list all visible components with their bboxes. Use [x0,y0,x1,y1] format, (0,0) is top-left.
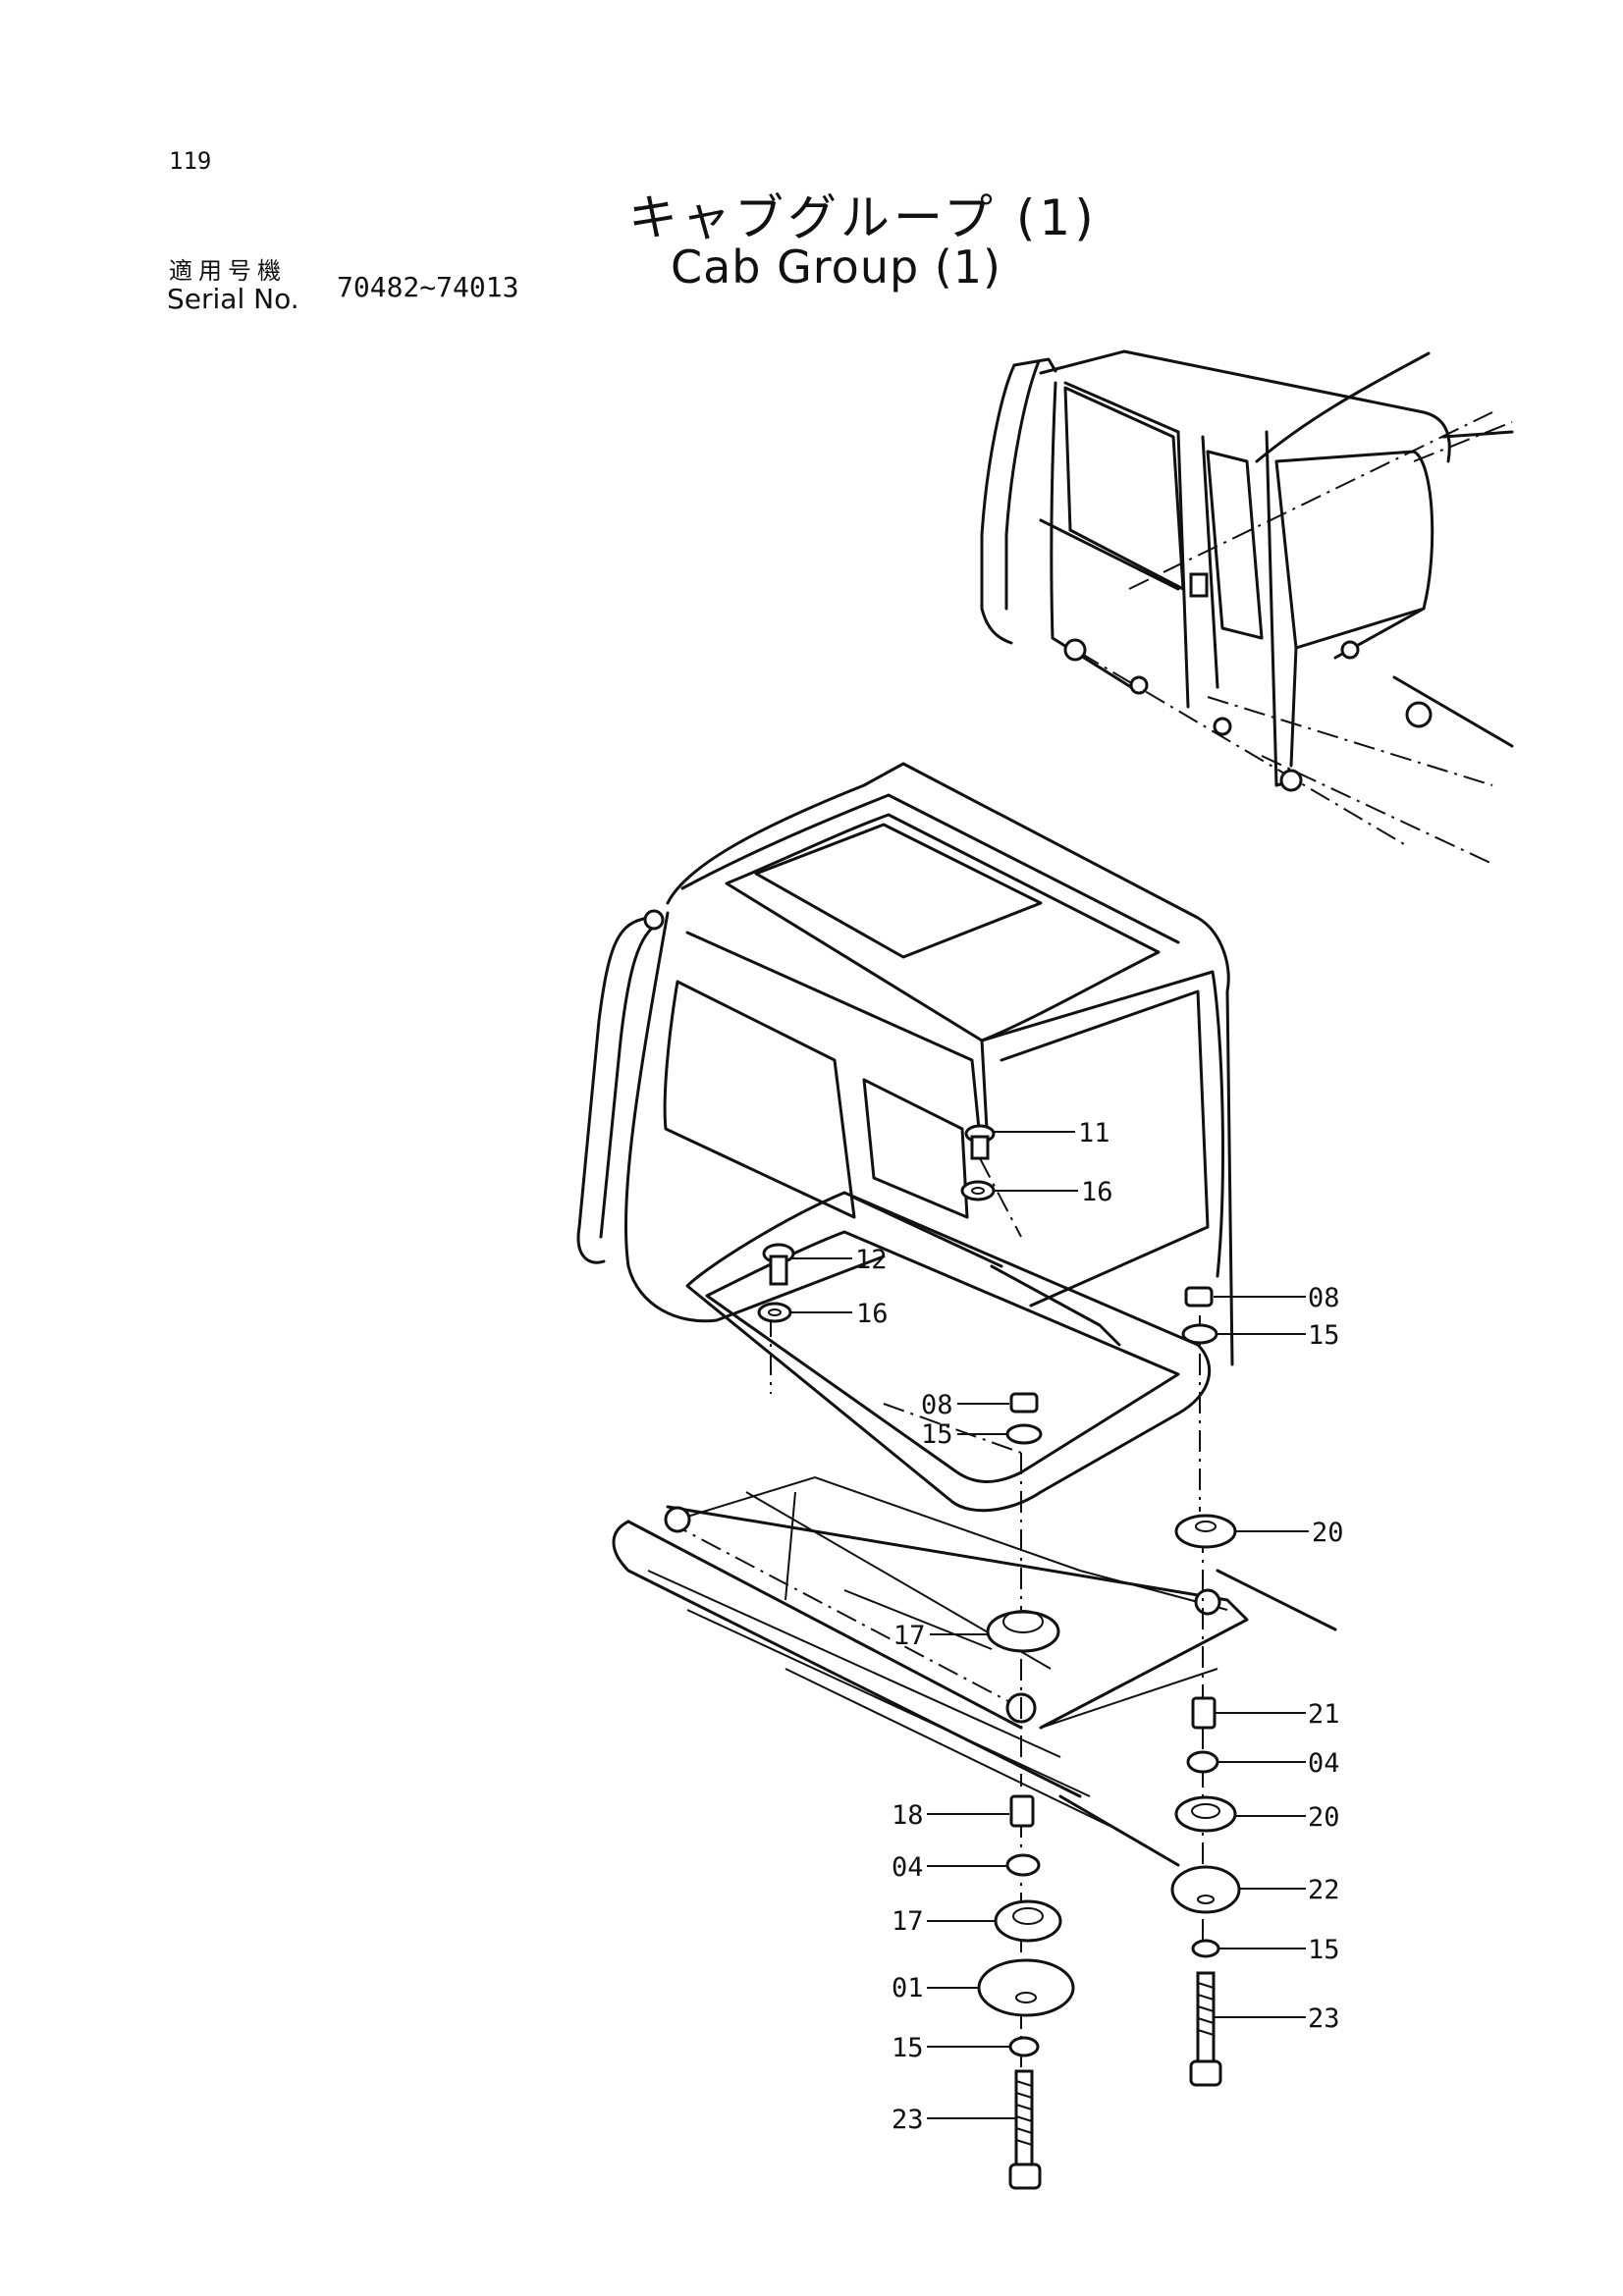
page-title-japanese: キャブグループ (1) [628,189,1098,246]
callout-21: 21 [1308,1699,1340,1730]
callout-04: 04 [1308,1748,1340,1779]
hardware-parts [757,1124,1241,2190]
callout-15: 15 [892,2033,924,2063]
callout-15: 15 [921,1419,953,1450]
callout-16: 16 [1081,1177,1113,1207]
callout-01: 01 [892,1973,924,2003]
cab-body [576,762,1234,1513]
callout-04: 04 [892,1852,924,1883]
serial-label-english: Serial No. [167,283,299,315]
callout-23: 23 [1308,2003,1340,2034]
page-number: 119 [169,147,212,175]
callout-20: 20 [1308,1802,1340,1833]
callout-15: 15 [1308,1320,1340,1351]
callout-15: 15 [1308,1935,1340,1965]
cab-mounted-inset [980,349,1514,865]
callout-16: 16 [856,1299,889,1329]
callout-08: 08 [1308,1283,1340,1313]
callout-18: 18 [892,1800,924,1831]
page-title-english: Cab Group (1) [671,240,1001,294]
callout-12: 12 [855,1245,888,1275]
serial-label-japanese: 適用号機 [169,257,287,285]
center-lines [770,1157,1204,2081]
callout-labels: 11 16 12 16 08 15 08 15 20 17 21 04 18 2… [791,1118,1344,2135]
callout-20: 20 [1312,1518,1344,1548]
serial-range: 70482~74013 [337,271,519,303]
callout-22: 22 [1308,1875,1340,1905]
callout-17: 17 [893,1621,926,1651]
callout-08: 08 [921,1390,953,1420]
callout-23: 23 [892,2105,924,2135]
callout-11: 11 [1078,1118,1110,1148]
callout-17: 17 [892,1906,924,1937]
